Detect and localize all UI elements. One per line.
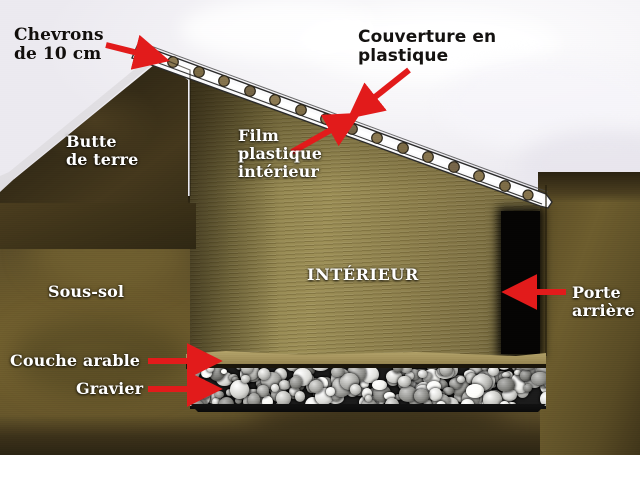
gravel-pebble [289,375,302,389]
bottom-white-margin [0,455,640,480]
gravel-pebble [240,368,253,375]
gravel-pebble [218,397,234,406]
gravel-pebble [435,400,446,406]
cloud-shape [180,0,380,60]
label-porte-arriere: Porte arrière [572,283,635,320]
gravel-pebble [247,393,261,406]
gravel-pebble [225,388,234,396]
gravel-pebble [330,368,345,377]
gravel-pebble [498,368,511,370]
gravel-pebble [294,391,306,403]
gravel-pebble [413,389,430,404]
label-chevrons: Chevrons de 10 cm [14,25,104,65]
gravel-pebble [442,386,455,396]
gravel-pebble [519,370,531,382]
gravel-pebble [481,368,489,371]
gravel-pebble [289,387,300,396]
gravel-pebble [364,394,372,402]
gravel-pebble [499,401,509,406]
label-couche-arable: Couche arable [10,351,141,370]
gravel-pebble [508,401,517,406]
label-butte-de-terre: Butte de terre [66,132,139,169]
gravel-pebble [423,399,432,406]
back-door [501,211,540,354]
gravel-pebble [488,368,500,376]
gravel-pebble [214,390,224,399]
right-earth-cap [538,172,640,202]
gravel-skirt [190,404,546,412]
gravel-pebble [429,387,442,401]
gravel-pebble [395,394,403,401]
gravel-pebble [236,368,243,371]
earth-berm-foot [0,203,196,249]
gravel-pebble [514,370,521,376]
gravel-pebble [271,384,280,392]
gravel-layer [190,368,546,409]
gravel-pebble [325,387,336,397]
gravel-pebble [279,380,290,390]
label-couverture-plastique: Couverture en plastique [358,27,497,67]
gravel-pebble [309,380,324,394]
gravel-pebble [261,396,274,406]
gravel-pebble [539,391,546,406]
gravel-pebble [461,399,475,406]
gravel-pebble [523,383,532,393]
gravel-pebble [501,371,511,379]
gravel-pebble [517,368,538,371]
gravel-pebble [435,378,447,390]
label-sous-sol: Sous-sol [48,282,125,301]
gravel-pebble [372,379,387,391]
gravel-pebble [501,388,517,402]
gravel-pebble [257,368,270,381]
gravel-pebble [466,383,484,399]
gravel-pebble [454,391,469,402]
gravel-pebble [456,376,466,383]
gravel-pebble [232,376,240,383]
gravel-pebble [234,397,242,404]
gravel-pebble [311,368,330,371]
label-gravier: Gravier [76,379,144,398]
gravel-pebble [383,391,396,401]
gravel-pebble [362,399,377,406]
gravel-pebble [483,390,502,406]
gravel-pebble [449,377,462,389]
gravel-pebble [400,368,413,374]
gravel-pebble [465,372,478,384]
label-interieur: INTÉRIEUR [307,265,419,284]
gravel-pebble [418,369,428,378]
gravel-pebble [422,372,432,381]
gravel-pebble [427,380,442,392]
gravel-pebble [305,397,321,406]
gravel-pebble [440,368,452,376]
gravel-pebble [407,368,421,381]
gravel-pebble [384,398,399,406]
gravel-pebble [530,371,546,386]
gravel-pebble [359,379,369,389]
gravel-pebble [467,368,485,379]
gravel-pebble [397,375,411,387]
gravel-pebble [230,380,249,400]
gravel-pebble [349,383,362,395]
gravel-pebble [392,368,403,373]
gravel-pebble [240,374,250,383]
soil-bottom-shading [0,415,640,455]
gravel-pebble [440,397,460,406]
gravel-pebble [196,393,203,399]
gravel-pebble [496,378,515,392]
gravel-pebble [432,394,450,406]
topsoil-edge [186,364,546,369]
gravel-pebble [276,391,292,406]
gravel-pebble [286,368,299,372]
label-film-plastique: Film plastique intérieur [238,126,323,181]
gravel-pebble [221,368,228,375]
gravel-pebble [361,388,373,400]
right-earth-column [540,182,640,457]
gravel-pebble [257,385,270,397]
topsoil-layer [186,351,546,368]
gravel-pebble [405,371,414,381]
gravel-pebble [398,385,418,402]
